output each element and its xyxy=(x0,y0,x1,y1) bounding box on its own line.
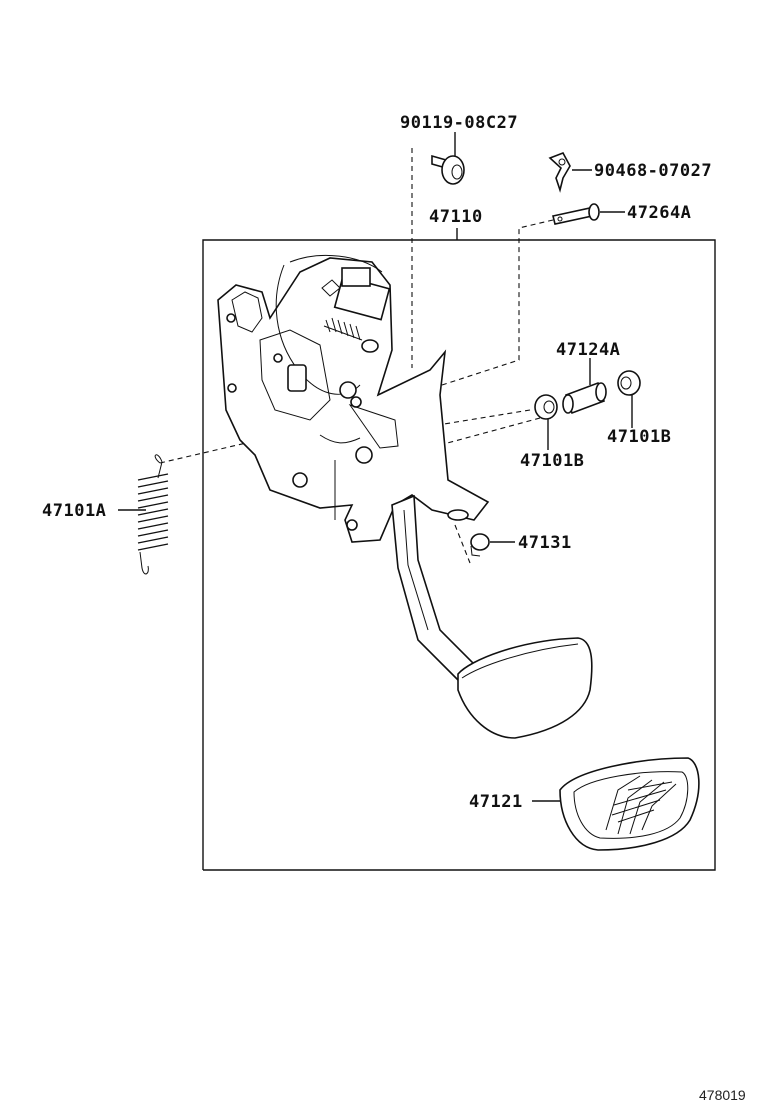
label-47110: 47110 xyxy=(429,207,483,227)
pedal-arm xyxy=(391,494,482,686)
stopper-47131-part xyxy=(470,533,490,557)
inner-coil-spring xyxy=(323,317,363,341)
bushing-47101b-left-part xyxy=(534,394,558,420)
pad-tread-pattern xyxy=(605,775,677,835)
label-90119-08c27: 90119-08C27 xyxy=(400,113,518,133)
label-47264a: 47264A xyxy=(627,203,691,223)
bolt-90119-part xyxy=(431,154,465,185)
label-47124a: 47124A xyxy=(556,340,620,360)
bushing-47101b-right-part xyxy=(617,370,641,396)
collar-47124a-part xyxy=(562,381,607,415)
pad-cover-47121-part xyxy=(559,757,700,851)
assembly-frame xyxy=(202,228,716,871)
pedal-bracket-assembly xyxy=(217,254,490,543)
spring-47101a-part xyxy=(137,454,169,575)
label-47101a: 47101A xyxy=(42,501,106,521)
pedal-pad xyxy=(457,637,593,739)
pin-47264a-part xyxy=(552,203,600,225)
figure-id: 478019 xyxy=(699,1087,746,1103)
label-90468-07027: 90468-07027 xyxy=(594,161,712,181)
clip-90468-part xyxy=(548,152,571,193)
label-47101b-right: 47101B xyxy=(607,427,671,447)
label-47131: 47131 xyxy=(518,533,572,553)
label-47121: 47121 xyxy=(469,792,523,812)
label-47101b-left: 47101B xyxy=(520,451,584,471)
